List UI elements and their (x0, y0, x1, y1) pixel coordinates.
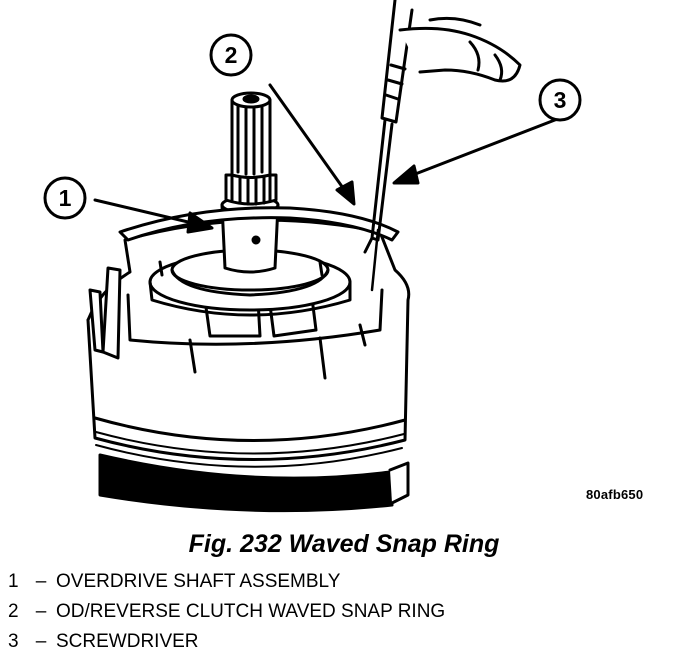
legend-label: OVERDRIVE SHAFT ASSEMBLY (56, 571, 341, 592)
callout-2 (209, 33, 253, 77)
legend-separator: – (35, 631, 47, 652)
legend-separator: – (35, 571, 47, 592)
overdrive-shaft (220, 91, 280, 274)
legend-number: 3 (8, 631, 19, 652)
figure-caption: Fig. 232 Waved Snap Ring (188, 530, 500, 558)
technician-hand (398, 16, 522, 83)
callout-2-label: 2 (225, 42, 238, 68)
legend-label: SCREWDRIVER (56, 631, 199, 652)
callout-3-label: 3 (554, 87, 567, 113)
legend-list: 1–OVERDRIVE SHAFT ASSEMBLY 2–OD/REVERSE … (8, 570, 445, 660)
legend-number: 1 (8, 571, 19, 592)
callout-3 (538, 78, 582, 122)
callout-1 (43, 176, 87, 220)
clutch-drum (86, 298, 410, 468)
clutch-housing-base (98, 453, 410, 513)
callout-arrows (93, 83, 562, 234)
legend-number: 2 (8, 601, 19, 622)
transmission-illustration: 1 2 3 (43, 0, 582, 513)
legend-item: 1–OVERDRIVE SHAFT ASSEMBLY (8, 570, 445, 600)
legend-label: OD/REVERSE CLUTCH WAVED SNAP RING (56, 601, 446, 622)
legend-item: 2–OD/REVERSE CLUTCH WAVED SNAP RING (8, 600, 445, 630)
legend-separator: – (35, 601, 47, 622)
callout-1-label: 1 (59, 185, 72, 211)
figure-reference-code: 80afb650 (586, 487, 644, 502)
legend-item: 3–SCREWDRIVER (8, 630, 445, 660)
